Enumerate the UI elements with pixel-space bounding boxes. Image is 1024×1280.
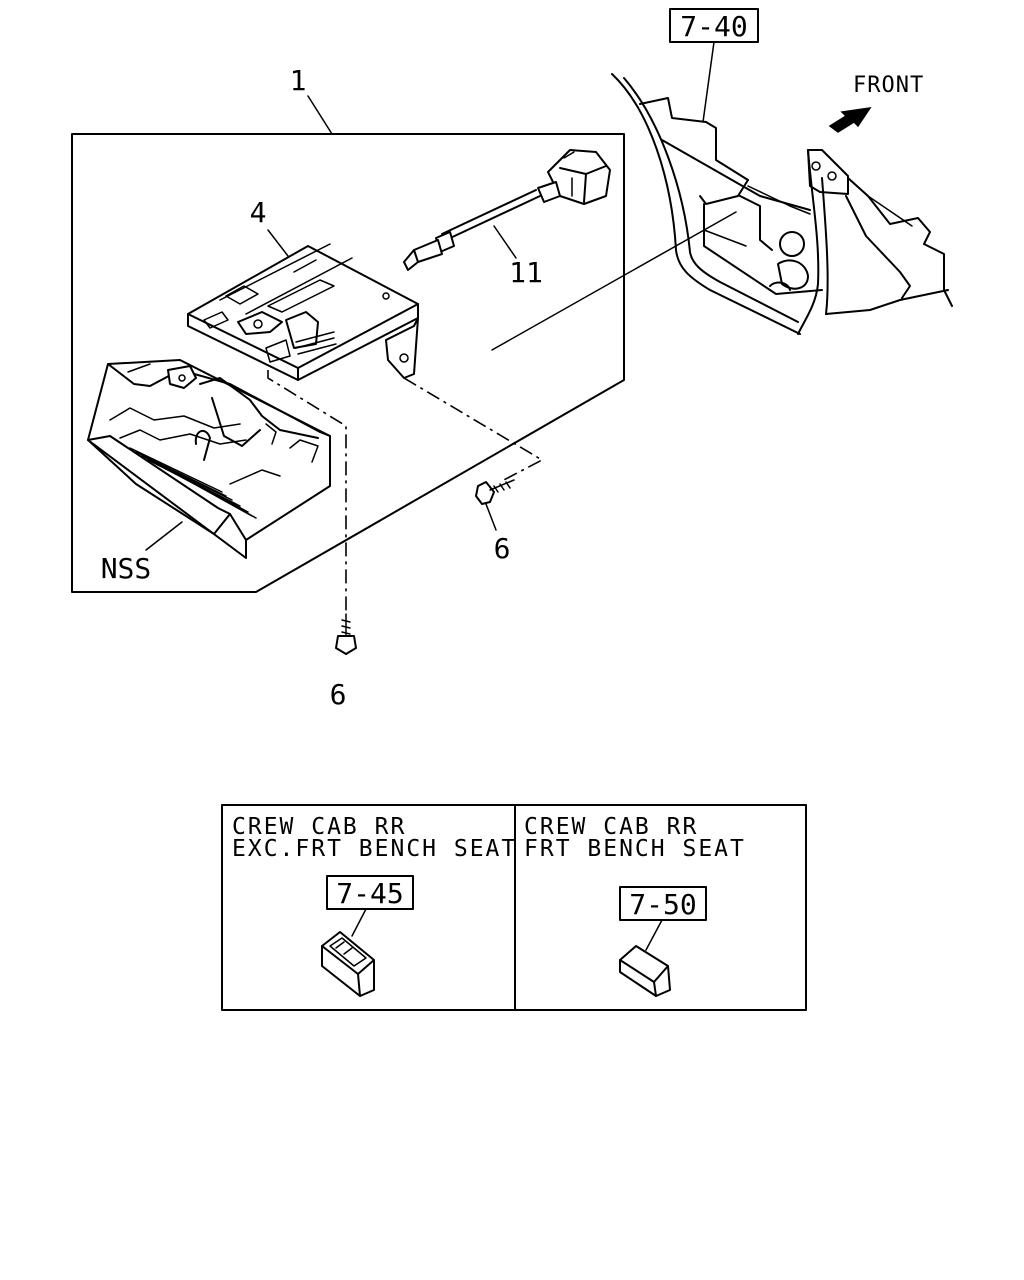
screw-bottom-icon <box>335 613 357 655</box>
ref-7-50-text: 7-50 <box>629 888 696 921</box>
ref-box-7-40[interactable]: 7-40 <box>669 8 759 43</box>
front-indicator: FRONT <box>828 73 924 133</box>
variant-right-line1: CREW CAB RR <box>524 814 698 840</box>
label-4[interactable]: 4 <box>250 196 267 229</box>
instrument-panel-illustration <box>611 73 953 335</box>
cover-7-50-icon <box>619 945 671 997</box>
ref-7-50-leader <box>645 919 663 951</box>
label-4-leader <box>267 229 289 257</box>
screw-right-icon <box>475 479 515 505</box>
mounting-leader <box>491 211 737 351</box>
glove-box-illustration <box>87 359 331 559</box>
assembly-frame <box>71 133 625 593</box>
variant-left-line2: EXC.FRT BENCH SEAT <box>232 836 517 862</box>
bracket-illustration <box>187 243 419 381</box>
variant-right-line2: FRT BENCH SEAT <box>524 836 746 862</box>
label-6-bottom[interactable]: 6 <box>330 678 347 711</box>
ref-7-45-text: 7-45 <box>336 877 403 910</box>
ref-7-40-text: 7-40 <box>680 10 747 43</box>
label-nss-leader <box>145 521 183 551</box>
variant-right-cell: CREW CAB RR FRT BENCH SEAT 7-50 <box>524 814 746 997</box>
screw-bottom-dashed-line <box>267 370 347 612</box>
label-nss[interactable]: NSS <box>101 552 152 585</box>
ref-7-40-leader <box>702 41 715 123</box>
front-arrow-icon <box>828 107 872 133</box>
label-6-right-leader <box>485 503 497 531</box>
switch-7-45-icon <box>321 931 375 997</box>
variant-left-cell: CREW CAB RR EXC.FRT BENCH SEAT 7-45 <box>232 814 517 997</box>
label-1[interactable]: 1 <box>290 64 307 97</box>
screw-right-dashed-line <box>403 377 544 483</box>
cable-illustration <box>403 149 611 271</box>
label-11-leader <box>493 225 517 259</box>
variant-left-line1: CREW CAB RR <box>232 814 406 840</box>
label-6-right[interactable]: 6 <box>494 532 511 565</box>
label-11[interactable]: 11 <box>509 256 543 289</box>
variant-table <box>221 804 807 1011</box>
ref-box-7-50[interactable]: 7-50 <box>619 886 707 921</box>
ref-box-7-45[interactable]: 7-45 <box>326 875 414 910</box>
label-1-leader <box>307 95 333 135</box>
front-label: FRONT <box>853 73 924 98</box>
ref-7-45-leader <box>351 908 367 937</box>
